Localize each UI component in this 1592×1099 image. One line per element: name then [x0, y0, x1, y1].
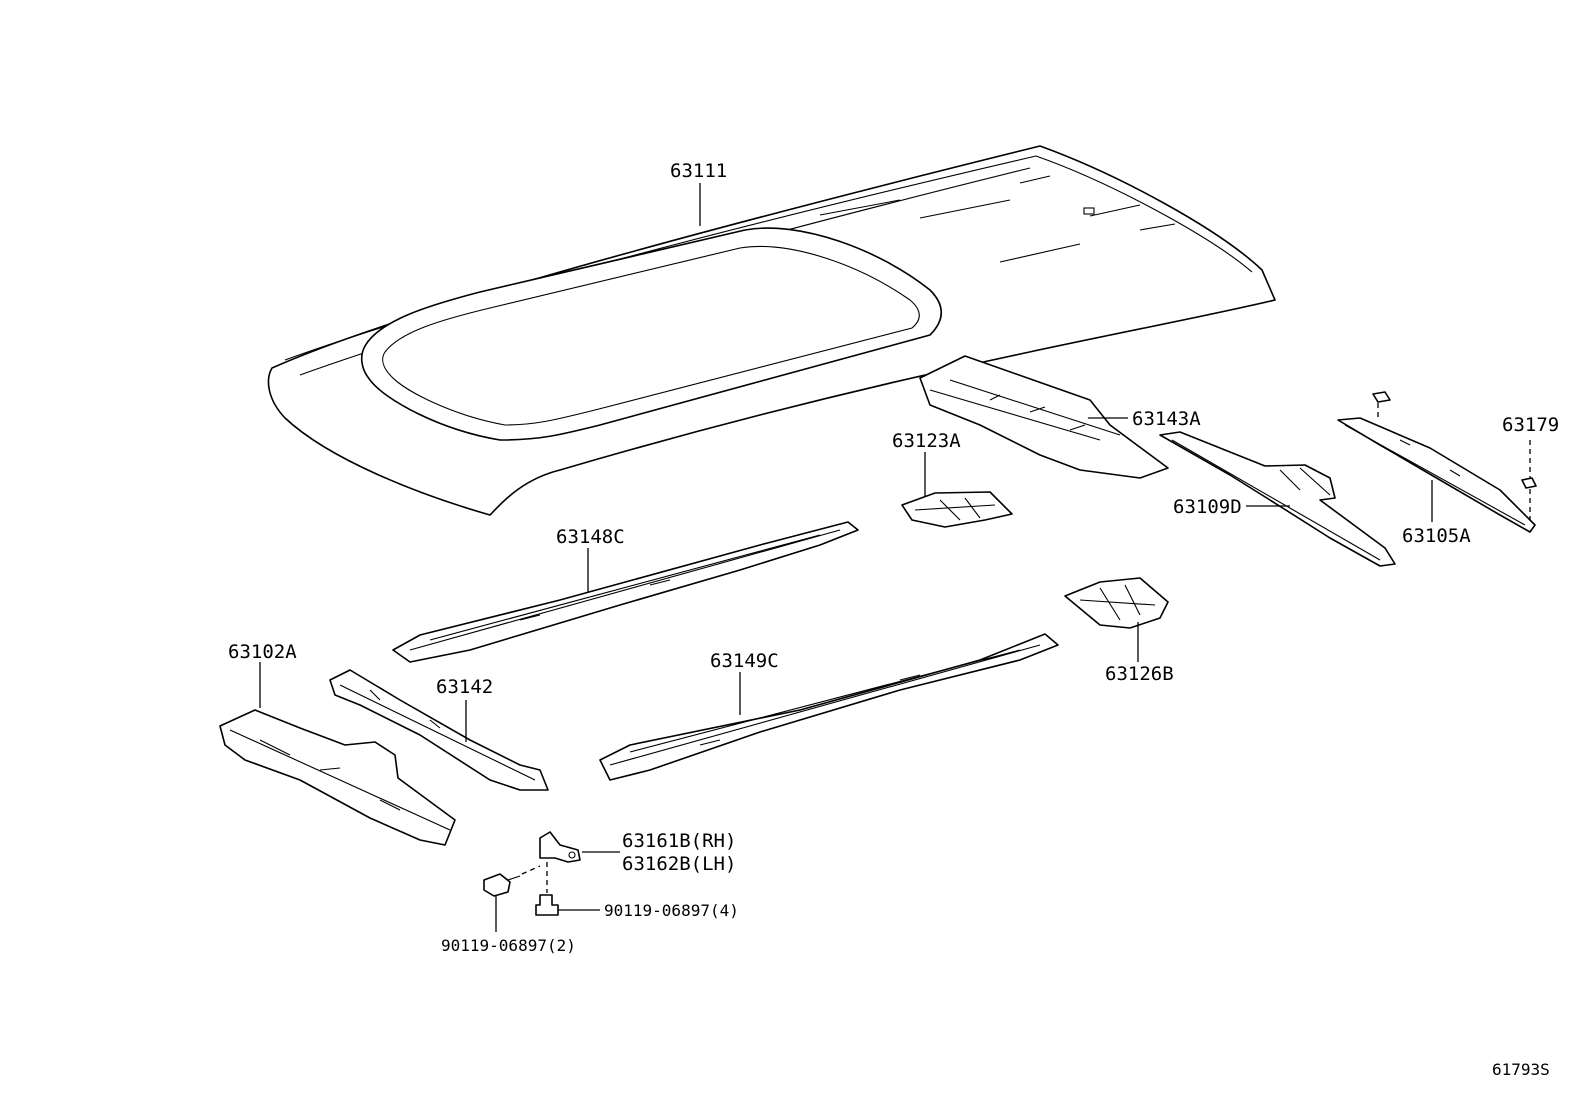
front-roof-bow-63142[interactable]	[329, 669, 549, 791]
roof-bow-63143A[interactable]	[919, 355, 1169, 479]
sunroof-bracket-63161B-63162B[interactable]	[539, 831, 581, 863]
label-63148C: 63148C	[556, 526, 625, 548]
label-63162B-lh: 63162B(LH)	[622, 853, 736, 875]
label-63149C: 63149C	[710, 650, 779, 672]
bolt-90119-06897-4[interactable]	[535, 894, 559, 916]
label-63126B: 63126B	[1105, 663, 1174, 685]
label-63142: 63142	[436, 676, 493, 698]
bracket-63123A[interactable]	[901, 491, 1013, 528]
label-63143A: 63143A	[1132, 408, 1201, 430]
roof-bow-63105A[interactable]	[1337, 391, 1536, 533]
bracket-63126B[interactable]	[1064, 577, 1169, 629]
roof-side-rail-63149C[interactable]	[599, 633, 1059, 781]
label-63111: 63111	[670, 160, 727, 182]
label-63123A: 63123A	[892, 430, 961, 452]
label-63105A: 63105A	[1402, 525, 1471, 547]
bolt-90119-06897-2[interactable]	[483, 873, 521, 897]
label-90119-06897-4: 90119-06897(4)	[604, 901, 739, 920]
diagram-code: 61793S	[1492, 1060, 1550, 1079]
label-90119-06897-2: 90119-06897(2)	[441, 936, 576, 955]
clip-63179[interactable]	[1521, 477, 1537, 489]
roof-panel-63111[interactable]	[267, 145, 1276, 516]
label-63179: 63179	[1502, 414, 1559, 436]
roof-side-rail-63148C[interactable]	[392, 521, 859, 663]
label-63109D: 63109D	[1173, 496, 1242, 518]
front-header-panel-63102A[interactable]	[219, 709, 456, 846]
label-63102A: 63102A	[228, 641, 297, 663]
label-63161B-rh: 63161B(RH)	[622, 830, 736, 852]
